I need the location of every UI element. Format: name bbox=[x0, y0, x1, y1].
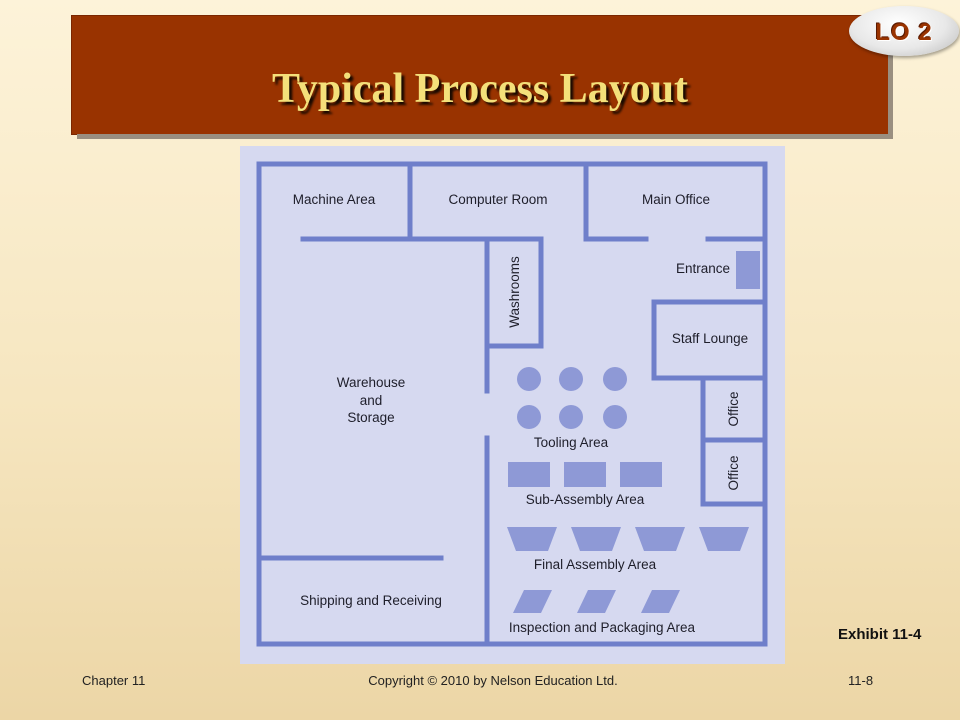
floor-plan: Machine Area Computer Room Main Office E… bbox=[240, 146, 785, 664]
sub-assembly-station bbox=[508, 462, 550, 487]
label-sub-assembly-area: Sub-Assembly Area bbox=[526, 492, 645, 507]
label-tooling-area: Tooling Area bbox=[534, 435, 609, 450]
outer-wall bbox=[256, 161, 768, 647]
lo-badge: LO 2 bbox=[849, 6, 959, 56]
tooling-machine bbox=[559, 405, 583, 429]
label-final-assembly-area: Final Assembly Area bbox=[534, 557, 657, 572]
tooling-machine bbox=[517, 405, 541, 429]
tooling-machine bbox=[603, 367, 627, 391]
walls bbox=[256, 161, 768, 647]
label-storage: Storage bbox=[347, 410, 394, 425]
tooling-machine bbox=[517, 367, 541, 391]
sub-assembly-stations bbox=[508, 462, 662, 487]
floor-plan-background bbox=[240, 146, 785, 664]
final-assembly-station bbox=[507, 527, 557, 551]
label-inspection-packaging: Inspection and Packaging Area bbox=[509, 620, 696, 635]
label-warehouse-and: and bbox=[360, 393, 383, 408]
label-office-1: Office bbox=[726, 391, 741, 426]
title-bar: Typical Process Layout bbox=[72, 16, 888, 134]
final-assembly-stations bbox=[507, 527, 749, 551]
label-shipping-receiving: Shipping and Receiving bbox=[300, 593, 442, 608]
slide-title: Typical Process Layout bbox=[271, 66, 689, 112]
exhibit-label: Exhibit 11-4 bbox=[838, 626, 922, 643]
tooling-machines bbox=[517, 367, 627, 429]
label-staff-lounge: Staff Lounge bbox=[672, 331, 748, 346]
lo-badge-label: LO 2 bbox=[875, 19, 933, 46]
inspection-station bbox=[641, 590, 680, 613]
room-labels: Machine Area Computer Room Main Office E… bbox=[293, 192, 748, 635]
final-assembly-station bbox=[571, 527, 621, 551]
label-warehouse: Warehouse bbox=[337, 375, 406, 390]
label-machine-area: Machine Area bbox=[293, 192, 376, 207]
footer-chapter: Chapter 11 bbox=[82, 673, 146, 688]
tooling-machine bbox=[603, 405, 627, 429]
inspection-stations bbox=[513, 590, 680, 613]
footer-page-number: 11-8 bbox=[848, 673, 874, 688]
entrance-door bbox=[736, 251, 760, 289]
label-entrance: Entrance bbox=[676, 261, 730, 276]
label-office-2: Office bbox=[726, 455, 741, 490]
sub-assembly-station bbox=[620, 462, 662, 487]
footer-copyright: Copyright © 2010 by Nelson Education Ltd… bbox=[368, 673, 618, 688]
inspection-station bbox=[577, 590, 616, 613]
sub-assembly-station bbox=[564, 462, 606, 487]
label-washrooms: Washrooms bbox=[507, 256, 522, 328]
inspection-station bbox=[513, 590, 552, 613]
label-computer-room: Computer Room bbox=[448, 192, 547, 207]
label-main-office: Main Office bbox=[642, 192, 710, 207]
final-assembly-station bbox=[699, 527, 749, 551]
tooling-machine bbox=[559, 367, 583, 391]
final-assembly-station bbox=[635, 527, 685, 551]
